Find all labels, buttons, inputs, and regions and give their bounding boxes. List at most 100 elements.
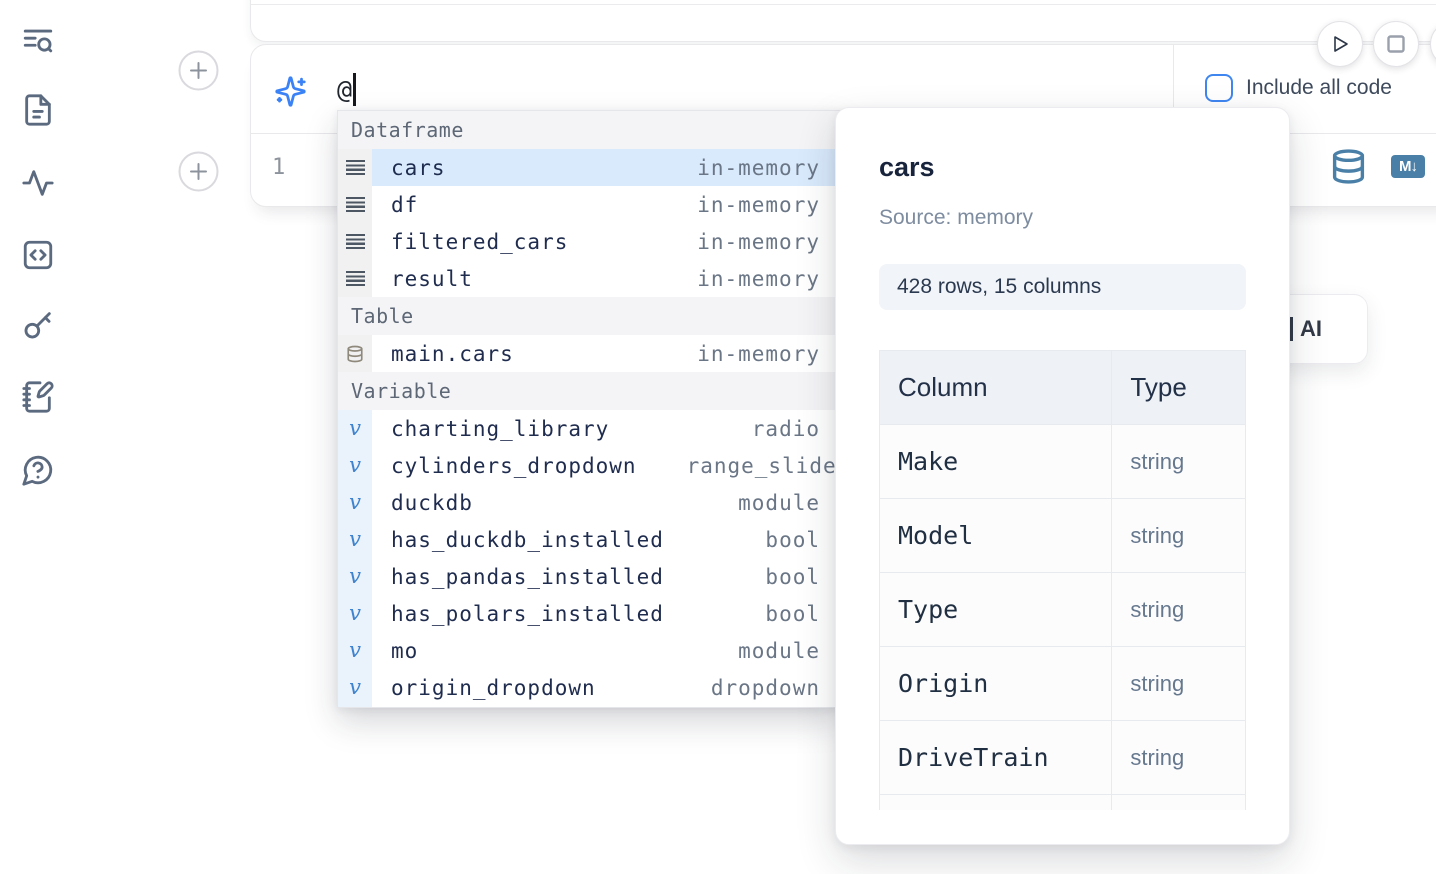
dataframe-icon bbox=[338, 223, 372, 260]
divider bbox=[251, 4, 1436, 5]
item-type: range_slider bbox=[686, 453, 843, 478]
include-all-code-label: Include all code bbox=[1246, 76, 1392, 99]
stop-button[interactable] bbox=[1373, 21, 1419, 67]
item-name: charting_library bbox=[391, 416, 610, 441]
include-all-code-checkbox[interactable] bbox=[1205, 74, 1233, 102]
item-type: bool bbox=[765, 564, 820, 589]
variable-icon: v bbox=[338, 595, 372, 632]
item-name: has_polars_installed bbox=[391, 601, 664, 626]
add-cell-button[interactable] bbox=[178, 151, 219, 192]
previous-cell-fragment bbox=[250, 0, 1436, 42]
autocomplete-item[interactable]: v has_pandas_installed bool bbox=[338, 558, 842, 595]
add-cell-button[interactable] bbox=[178, 50, 219, 91]
text-search-icon[interactable] bbox=[21, 24, 55, 58]
database-icon bbox=[338, 335, 372, 372]
item-name: origin_dropdown bbox=[391, 675, 596, 700]
column-header: Column bbox=[879, 350, 1113, 426]
item-name: main.cars bbox=[391, 341, 514, 366]
help-circle-icon[interactable] bbox=[21, 453, 55, 487]
column-name: Make bbox=[879, 424, 1113, 500]
autocomplete-item[interactable]: df in-memory bbox=[338, 186, 842, 223]
autocomplete-section-header: Table bbox=[338, 297, 842, 335]
type-header: Type bbox=[1111, 350, 1246, 426]
column-type: string bbox=[1111, 720, 1246, 796]
item-type: module bbox=[738, 638, 820, 663]
schema-table-row bbox=[879, 794, 1246, 811]
autocomplete-item[interactable]: cars in-memory bbox=[338, 149, 842, 186]
activity-icon[interactable] bbox=[21, 166, 55, 200]
column-name: DriveTrain bbox=[879, 720, 1113, 796]
markdown-convert-icon[interactable]: M↓ bbox=[1391, 155, 1425, 178]
key-icon[interactable] bbox=[21, 308, 55, 342]
autocomplete-item[interactable]: filtered_cars in-memory bbox=[338, 223, 842, 260]
variable-icon: v bbox=[338, 410, 372, 447]
variable-icon: v bbox=[338, 521, 372, 558]
column-name: Type bbox=[879, 572, 1113, 648]
code-square-icon[interactable] bbox=[21, 238, 55, 272]
autocomplete-section-header: Dataframe bbox=[338, 111, 842, 149]
file-text-icon[interactable] bbox=[21, 93, 55, 127]
item-type: dropdown bbox=[710, 675, 820, 700]
variable-icon: v bbox=[338, 632, 372, 669]
item-name: mo bbox=[391, 638, 419, 663]
item-name: filtered_cars bbox=[391, 229, 569, 254]
dataframe-icon bbox=[338, 149, 372, 186]
stop-icon bbox=[1387, 35, 1405, 53]
play-icon bbox=[1334, 36, 1348, 52]
item-name: cars bbox=[391, 155, 446, 180]
autocomplete-item[interactable]: v has_polars_installed bool bbox=[338, 595, 842, 632]
variable-icon: v bbox=[338, 669, 372, 706]
autocomplete-item[interactable]: main.cars in-memory bbox=[338, 335, 842, 372]
ai-prompt-input[interactable]: @ bbox=[337, 73, 357, 106]
autocomplete-item[interactable]: v cylinders_dropdown range_slider bbox=[338, 447, 842, 484]
item-type: in-memory bbox=[697, 341, 820, 366]
variable-icon: v bbox=[338, 558, 372, 595]
autocomplete-item[interactable]: result in-memory bbox=[338, 260, 842, 297]
ai-button-label: AI bbox=[1290, 317, 1322, 341]
item-type: in-memory bbox=[697, 229, 820, 254]
item-name: result bbox=[391, 266, 473, 291]
run-cell-button[interactable] bbox=[1317, 21, 1363, 67]
autocomplete-section-header: Variable bbox=[338, 372, 842, 410]
divider bbox=[1173, 45, 1174, 134]
shape-badge: 428 rows, 15 columns bbox=[879, 264, 1246, 311]
item-name: cylinders_dropdown bbox=[391, 453, 637, 478]
item-type: in-memory bbox=[697, 266, 820, 291]
autocomplete-item[interactable]: vpdmodule bbox=[338, 706, 842, 707]
item-type: bool bbox=[765, 601, 820, 626]
variable-icon: v bbox=[338, 484, 372, 521]
code-editor[interactable]: 1 bbox=[251, 135, 1436, 207]
item-type: module bbox=[738, 490, 820, 515]
item-name: has_duckdb_installed bbox=[391, 527, 664, 552]
autocomplete-item[interactable]: v has_duckdb_installed bool bbox=[338, 521, 842, 558]
item-name: duckdb bbox=[391, 490, 473, 515]
item-type: bool bbox=[765, 527, 820, 552]
item-type: in-memory bbox=[697, 155, 820, 180]
item-type: in-memory bbox=[697, 192, 820, 217]
sparkles-icon bbox=[274, 75, 307, 108]
column-type: string bbox=[1111, 646, 1246, 722]
notebook-pen-icon[interactable] bbox=[21, 380, 55, 414]
autocomplete-item[interactable]: v origin_dropdown dropdown bbox=[338, 669, 842, 706]
preview-title: cars bbox=[879, 152, 935, 182]
line-number: 1 bbox=[272, 155, 286, 180]
item-name: has_pandas_installed bbox=[391, 564, 664, 589]
variable-icon: v bbox=[338, 447, 372, 484]
text-caret bbox=[353, 73, 357, 106]
column-name: Model bbox=[879, 498, 1113, 574]
database-icon[interactable] bbox=[1330, 148, 1367, 185]
item-name: df bbox=[391, 192, 419, 217]
dataframe-icon bbox=[338, 186, 372, 223]
column-type: string bbox=[1111, 572, 1246, 648]
column-type: string bbox=[1111, 498, 1246, 574]
